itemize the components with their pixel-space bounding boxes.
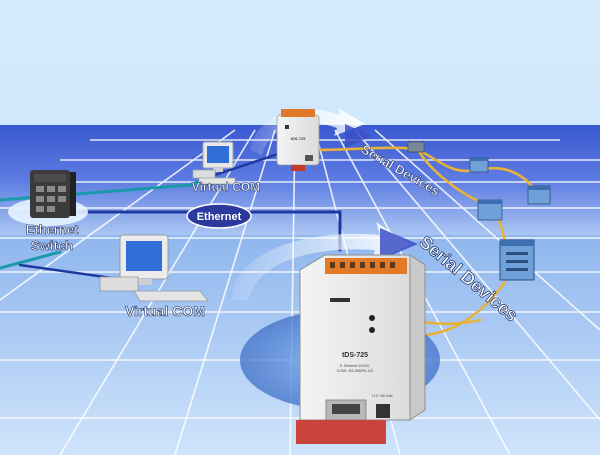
ethernet-label: Ethernet	[197, 211, 242, 223]
virtual-com-top-label: Virtual COM	[192, 180, 260, 194]
small-device-model: tDS-725	[291, 136, 307, 141]
switch-icon	[8, 170, 88, 226]
switch-label-line1: Ethernet	[26, 222, 79, 237]
serial-module-icon	[407, 141, 551, 281]
arrow-icon	[232, 222, 418, 300]
ethernet-badge	[186, 203, 252, 229]
virtual-com-bottom-label: Virtual COM	[125, 303, 205, 319]
large-device	[296, 254, 426, 444]
pc-icon	[192, 141, 236, 185]
device-spec-line1: E: Ethernet 10/100,	[340, 364, 370, 368]
pc-icon	[99, 234, 209, 302]
device-power-text: +12~48 Vdc	[371, 393, 393, 398]
small-device	[276, 109, 320, 171]
device-spec-line2: COM1: RS-485/RS-422	[337, 369, 374, 373]
device-model-text: tDS-725	[342, 352, 368, 359]
switch-label-line2: Switch	[31, 238, 73, 253]
